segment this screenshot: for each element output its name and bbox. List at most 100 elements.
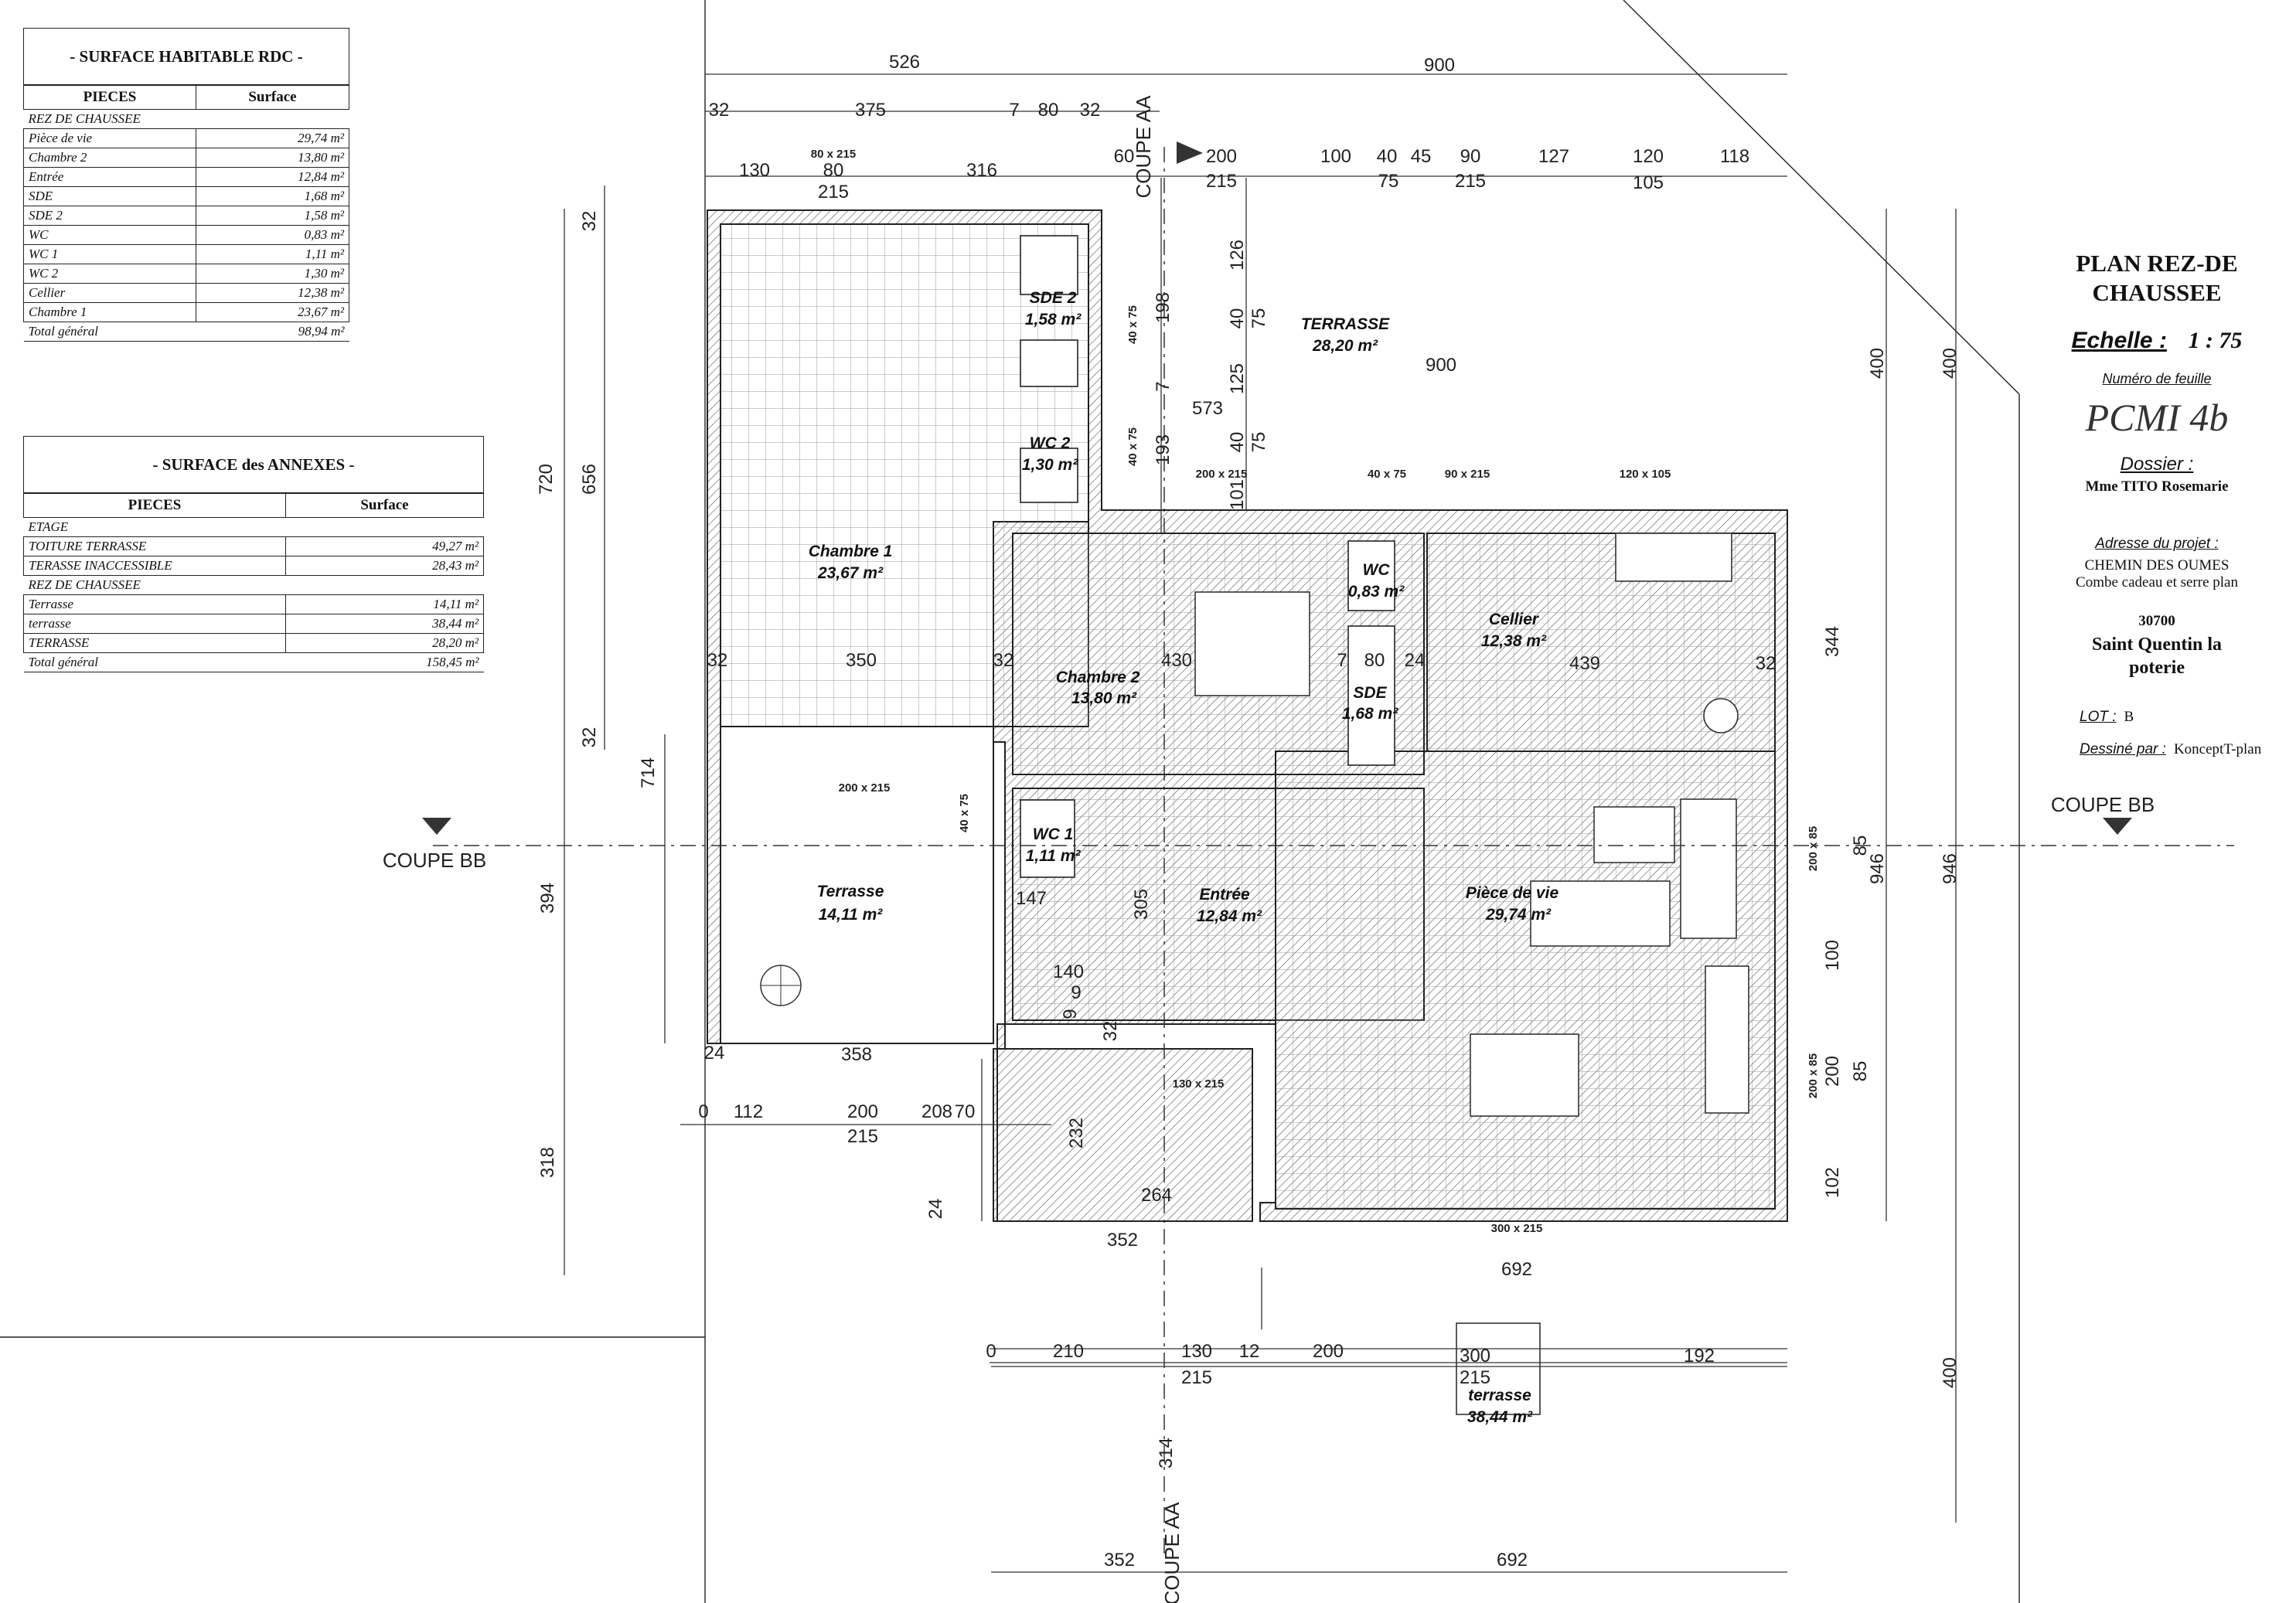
dimension: 75: [1378, 171, 1399, 192]
dimension: 9: [1071, 982, 1081, 1003]
dimension: 375: [855, 100, 886, 121]
dimension: 200: [1822, 1056, 1843, 1087]
room-name: Pièce de vie: [1466, 884, 1559, 902]
dimension: 32: [579, 727, 600, 748]
room-name: Chambre 1: [809, 543, 893, 560]
col-pieces: PIECES: [23, 493, 286, 518]
scale-label: Echelle :: [2071, 328, 2167, 353]
dimension: 80: [823, 160, 844, 181]
dimension: 198: [1153, 292, 1174, 323]
dimension: 105: [1633, 172, 1664, 193]
drawn-row: Dessiné par : KonceptT-plan: [2041, 741, 2273, 758]
dimension: 24: [1405, 650, 1426, 671]
room-area: 29,74 m²: [1485, 906, 1552, 924]
dimension: 40: [1227, 432, 1248, 453]
dimension-values: 526 900 32 375 7 80 32 130 80 215 316 60…: [698, 52, 1776, 1571]
room-area: 28,20 m²: [1312, 337, 1378, 355]
city: Saint Quentin la poterie: [2091, 635, 2223, 678]
sheet-label: Numéro de feuille: [2102, 371, 2212, 386]
dimension: 102: [1822, 1167, 1843, 1198]
dimension: 656: [579, 464, 600, 495]
opening-labels: 80 x 215 40 x 75 40 x 75 200 x 215 40 x …: [811, 148, 1820, 1235]
opening-label: 40 x 75: [1126, 427, 1139, 466]
dimension: 215: [818, 182, 849, 203]
dimension: 400: [1940, 1357, 1960, 1388]
dimension: 7: [1009, 100, 1019, 121]
col-surface: Surface: [285, 493, 484, 518]
dimension: 439: [1569, 653, 1600, 674]
opening-label: 200 x 215: [1196, 468, 1248, 481]
section-rdc: REZ DE CHAUSSEE: [23, 109, 349, 129]
dimension: 208: [921, 1101, 952, 1122]
dimension: 7: [1337, 650, 1347, 671]
room-name: WC 1: [1033, 825, 1074, 843]
dimension: 80: [1364, 650, 1385, 671]
dimension: 40: [1377, 146, 1398, 167]
dimension: 32: [1100, 1021, 1121, 1042]
dimension: 90: [1460, 146, 1481, 167]
dimension: 127: [1538, 146, 1569, 167]
dimension: 352: [1107, 1230, 1138, 1251]
dimension: 318: [537, 1147, 558, 1178]
room-area: 1,68 m²: [1342, 705, 1398, 723]
drawn-label: Dessiné par :: [2080, 741, 2166, 757]
dimension: 24: [704, 1043, 725, 1064]
dimension: 75: [1248, 308, 1269, 329]
dimension: 85: [1850, 1061, 1871, 1082]
dimension: 264: [1141, 1185, 1172, 1206]
opening-label: 200 x 85: [1807, 1053, 1820, 1098]
dimension: 100: [1320, 146, 1351, 167]
dimension: 12: [1239, 1341, 1260, 1362]
room-name: SDE 2: [1030, 289, 1077, 307]
dimension: 0: [986, 1341, 996, 1362]
dimension: 400: [1867, 348, 1888, 379]
opening-label: 200 x 85: [1807, 826, 1820, 871]
dimension: 147: [1016, 888, 1047, 909]
room-labels: Chambre 1 23,67 m² SDE 2 1,58 m² WC 2 1,…: [809, 289, 1559, 1426]
section-bb-left: COUPE BB: [383, 849, 486, 872]
dimension: 316: [966, 160, 997, 181]
section-aa-top: COUPE AA: [1132, 95, 1155, 199]
dimension: 32: [1756, 653, 1777, 674]
drawn-value: KonceptT-plan: [2173, 741, 2262, 757]
dimension: 101: [1227, 479, 1248, 510]
dimension: 900: [1426, 355, 1456, 376]
dimension: 526: [889, 52, 920, 73]
surface-rdc-table: - SURFACE HABITABLE RDC - PIECES Surface…: [23, 28, 349, 342]
dimension: 215: [1181, 1367, 1212, 1388]
dimension: 126: [1227, 240, 1248, 271]
dimension: 24: [925, 1199, 946, 1220]
dimension: 300: [1460, 1346, 1490, 1366]
dimension: 692: [1501, 1259, 1532, 1280]
dimension: 100: [1822, 940, 1843, 971]
room-name: terrasse: [1468, 1387, 1531, 1404]
surface-rdc-grid: PIECES Surface REZ DE CHAUSSEE Pièce de …: [23, 85, 349, 342]
surface-annexes-table: - SURFACE des ANNEXES - PIECES Surface E…: [23, 436, 484, 672]
plan-title: PLAN REZ-DE CHAUSSEE: [2076, 250, 2238, 306]
terrace-left: [720, 726, 994, 1044]
dimension: 692: [1497, 1550, 1528, 1571]
opening-label: 40 x 75: [1126, 305, 1139, 344]
dimension: 400: [1940, 348, 1960, 379]
room-name: WC: [1363, 561, 1391, 579]
room-name: Entrée: [1199, 886, 1250, 904]
dimension: 75: [1248, 432, 1269, 453]
room-name: Cellier: [1489, 611, 1540, 628]
opening-label: 90 x 215: [1445, 468, 1490, 481]
dimension: 125: [1227, 363, 1248, 394]
dimension: 200: [1313, 1341, 1344, 1362]
room-area: 38,44 m²: [1467, 1408, 1533, 1426]
dimension: 314: [1156, 1438, 1177, 1469]
sanitary-blocks: [1020, 235, 1395, 878]
dossier-value: Mme TITO Rosemarie: [2085, 478, 2229, 495]
dimension: 32: [1080, 100, 1101, 121]
dimension: 130: [1181, 1341, 1212, 1362]
